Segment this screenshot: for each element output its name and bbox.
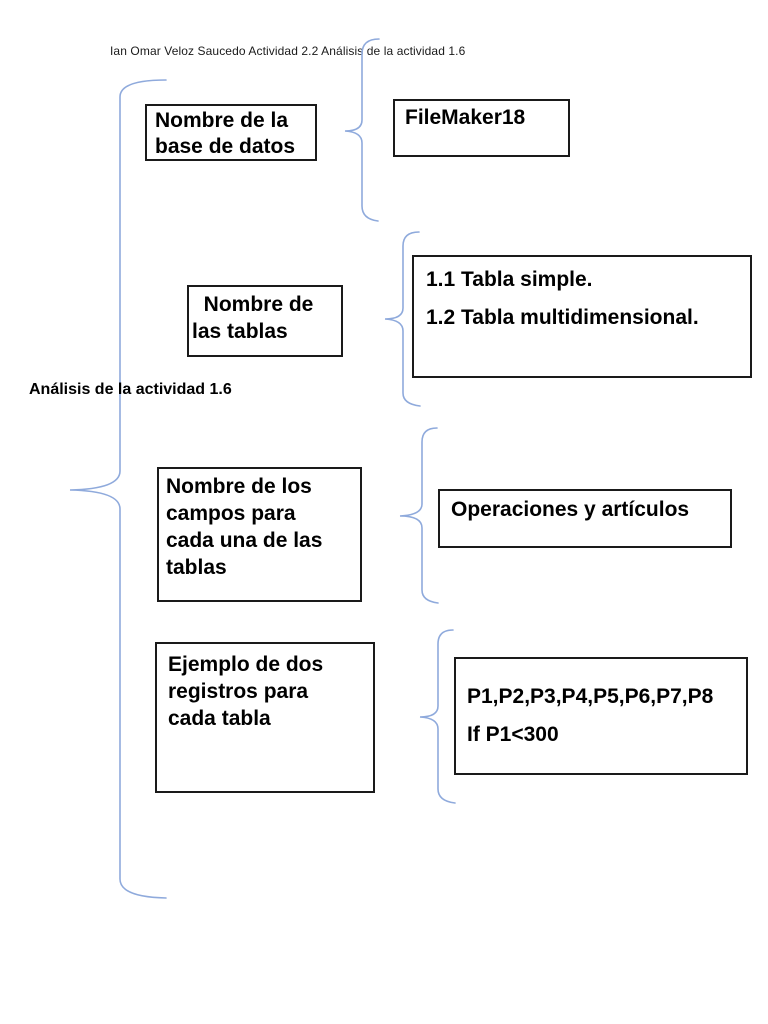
category-box-field-names: Nombre de los campos para cada una de la… [157, 467, 362, 602]
detail-box-field-names: Operaciones y artículos [438, 489, 732, 548]
root-topic-label: Análisis de la actividad 1.6 [29, 381, 232, 398]
detail-box-database-name: FileMaker18 [393, 99, 570, 157]
category-box-table-names: Nombre de las tablas [187, 285, 343, 357]
brace-database-name [344, 38, 380, 222]
brace-root [69, 79, 167, 899]
category-box-record-examples: Ejemplo de dos registros para cada tabla [155, 642, 375, 793]
brace-record-examples [419, 629, 456, 804]
brace-field-names [399, 427, 439, 604]
category-box-database-name: Nombre de la base de datos [145, 104, 317, 161]
detail-box-table-names: 1.1 Tabla simple. 1.2 Tabla multidimensi… [412, 255, 752, 378]
page-header-text: Ian Omar Veloz Saucedo Actividad 2.2 Aná… [110, 44, 466, 58]
detail-box-record-examples: P1,P2,P3,P4,P5,P6,P7,P8 If P1<300 [454, 657, 748, 775]
